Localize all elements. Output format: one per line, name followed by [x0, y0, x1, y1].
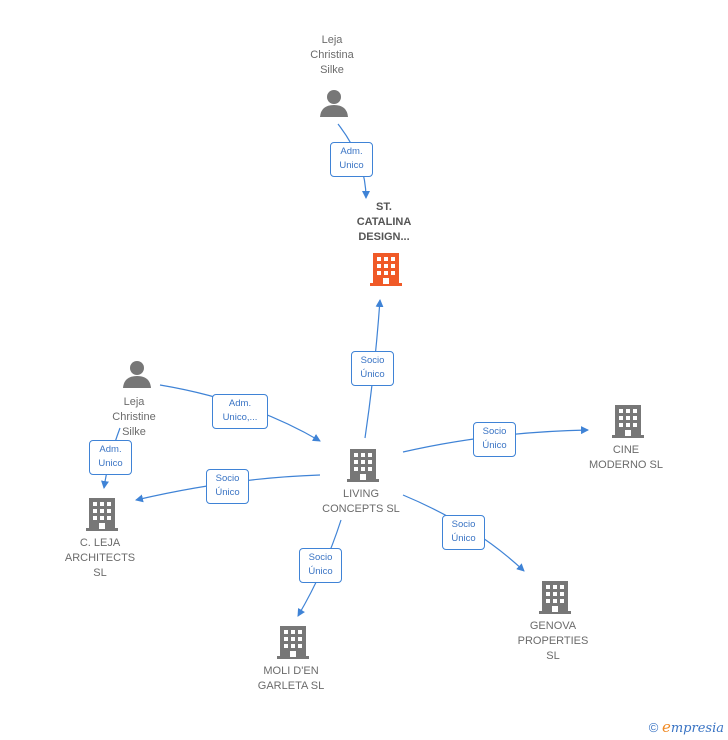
- edge-label-socio-cine[interactable]: Socio Único: [473, 422, 516, 457]
- edge-label-socio-moli[interactable]: Socio Único: [299, 548, 342, 583]
- edge-label-adm-left[interactable]: Adm. Unico: [89, 440, 132, 475]
- building-icon[interactable]: [347, 447, 379, 483]
- brand-name: mpresia: [670, 721, 724, 736]
- brand-logo-letter: e: [661, 718, 671, 736]
- copyright-symbol: ©: [648, 720, 659, 735]
- person-name-left[interactable]: Leja Christine Silke: [112, 396, 156, 438]
- building-icon[interactable]: [612, 403, 644, 439]
- building-icon[interactable]: [539, 579, 571, 615]
- person-icon[interactable]: [122, 359, 152, 389]
- edge-label-socio-up[interactable]: Socio Único: [351, 351, 394, 386]
- company-name-living[interactable]: LIVING CONCEPTS SL: [322, 488, 400, 515]
- edge-label-adm-mid[interactable]: Adm. Unico,...: [212, 394, 268, 429]
- edge-label-socio-left[interactable]: Socio Único: [206, 469, 249, 504]
- company-name-moli[interactable]: MOLI D'EN GARLETA SL: [257, 665, 325, 692]
- building-icon[interactable]: [277, 624, 309, 660]
- company-name-cine[interactable]: CINE MODERNO SL: [589, 444, 663, 471]
- company-name-genova[interactable]: GENOVA PROPERTIES SL: [517, 620, 589, 662]
- footer-brand[interactable]: © empresia: [649, 718, 724, 736]
- person-icon[interactable]: [319, 88, 349, 118]
- building-icon[interactable]: [86, 496, 118, 532]
- person-name-top[interactable]: Leja Christina Silke: [310, 34, 354, 76]
- edge-label-socio-genova[interactable]: Socio Único: [442, 515, 485, 550]
- building-icon-highlight[interactable]: [370, 251, 402, 287]
- company-name-st-catalina[interactable]: ST. CATALINA DESIGN...: [356, 201, 412, 243]
- edge-label-adm-top[interactable]: Adm. Unico: [330, 142, 373, 177]
- company-name-cleja[interactable]: C. LEJA ARCHITECTS SL: [64, 537, 136, 579]
